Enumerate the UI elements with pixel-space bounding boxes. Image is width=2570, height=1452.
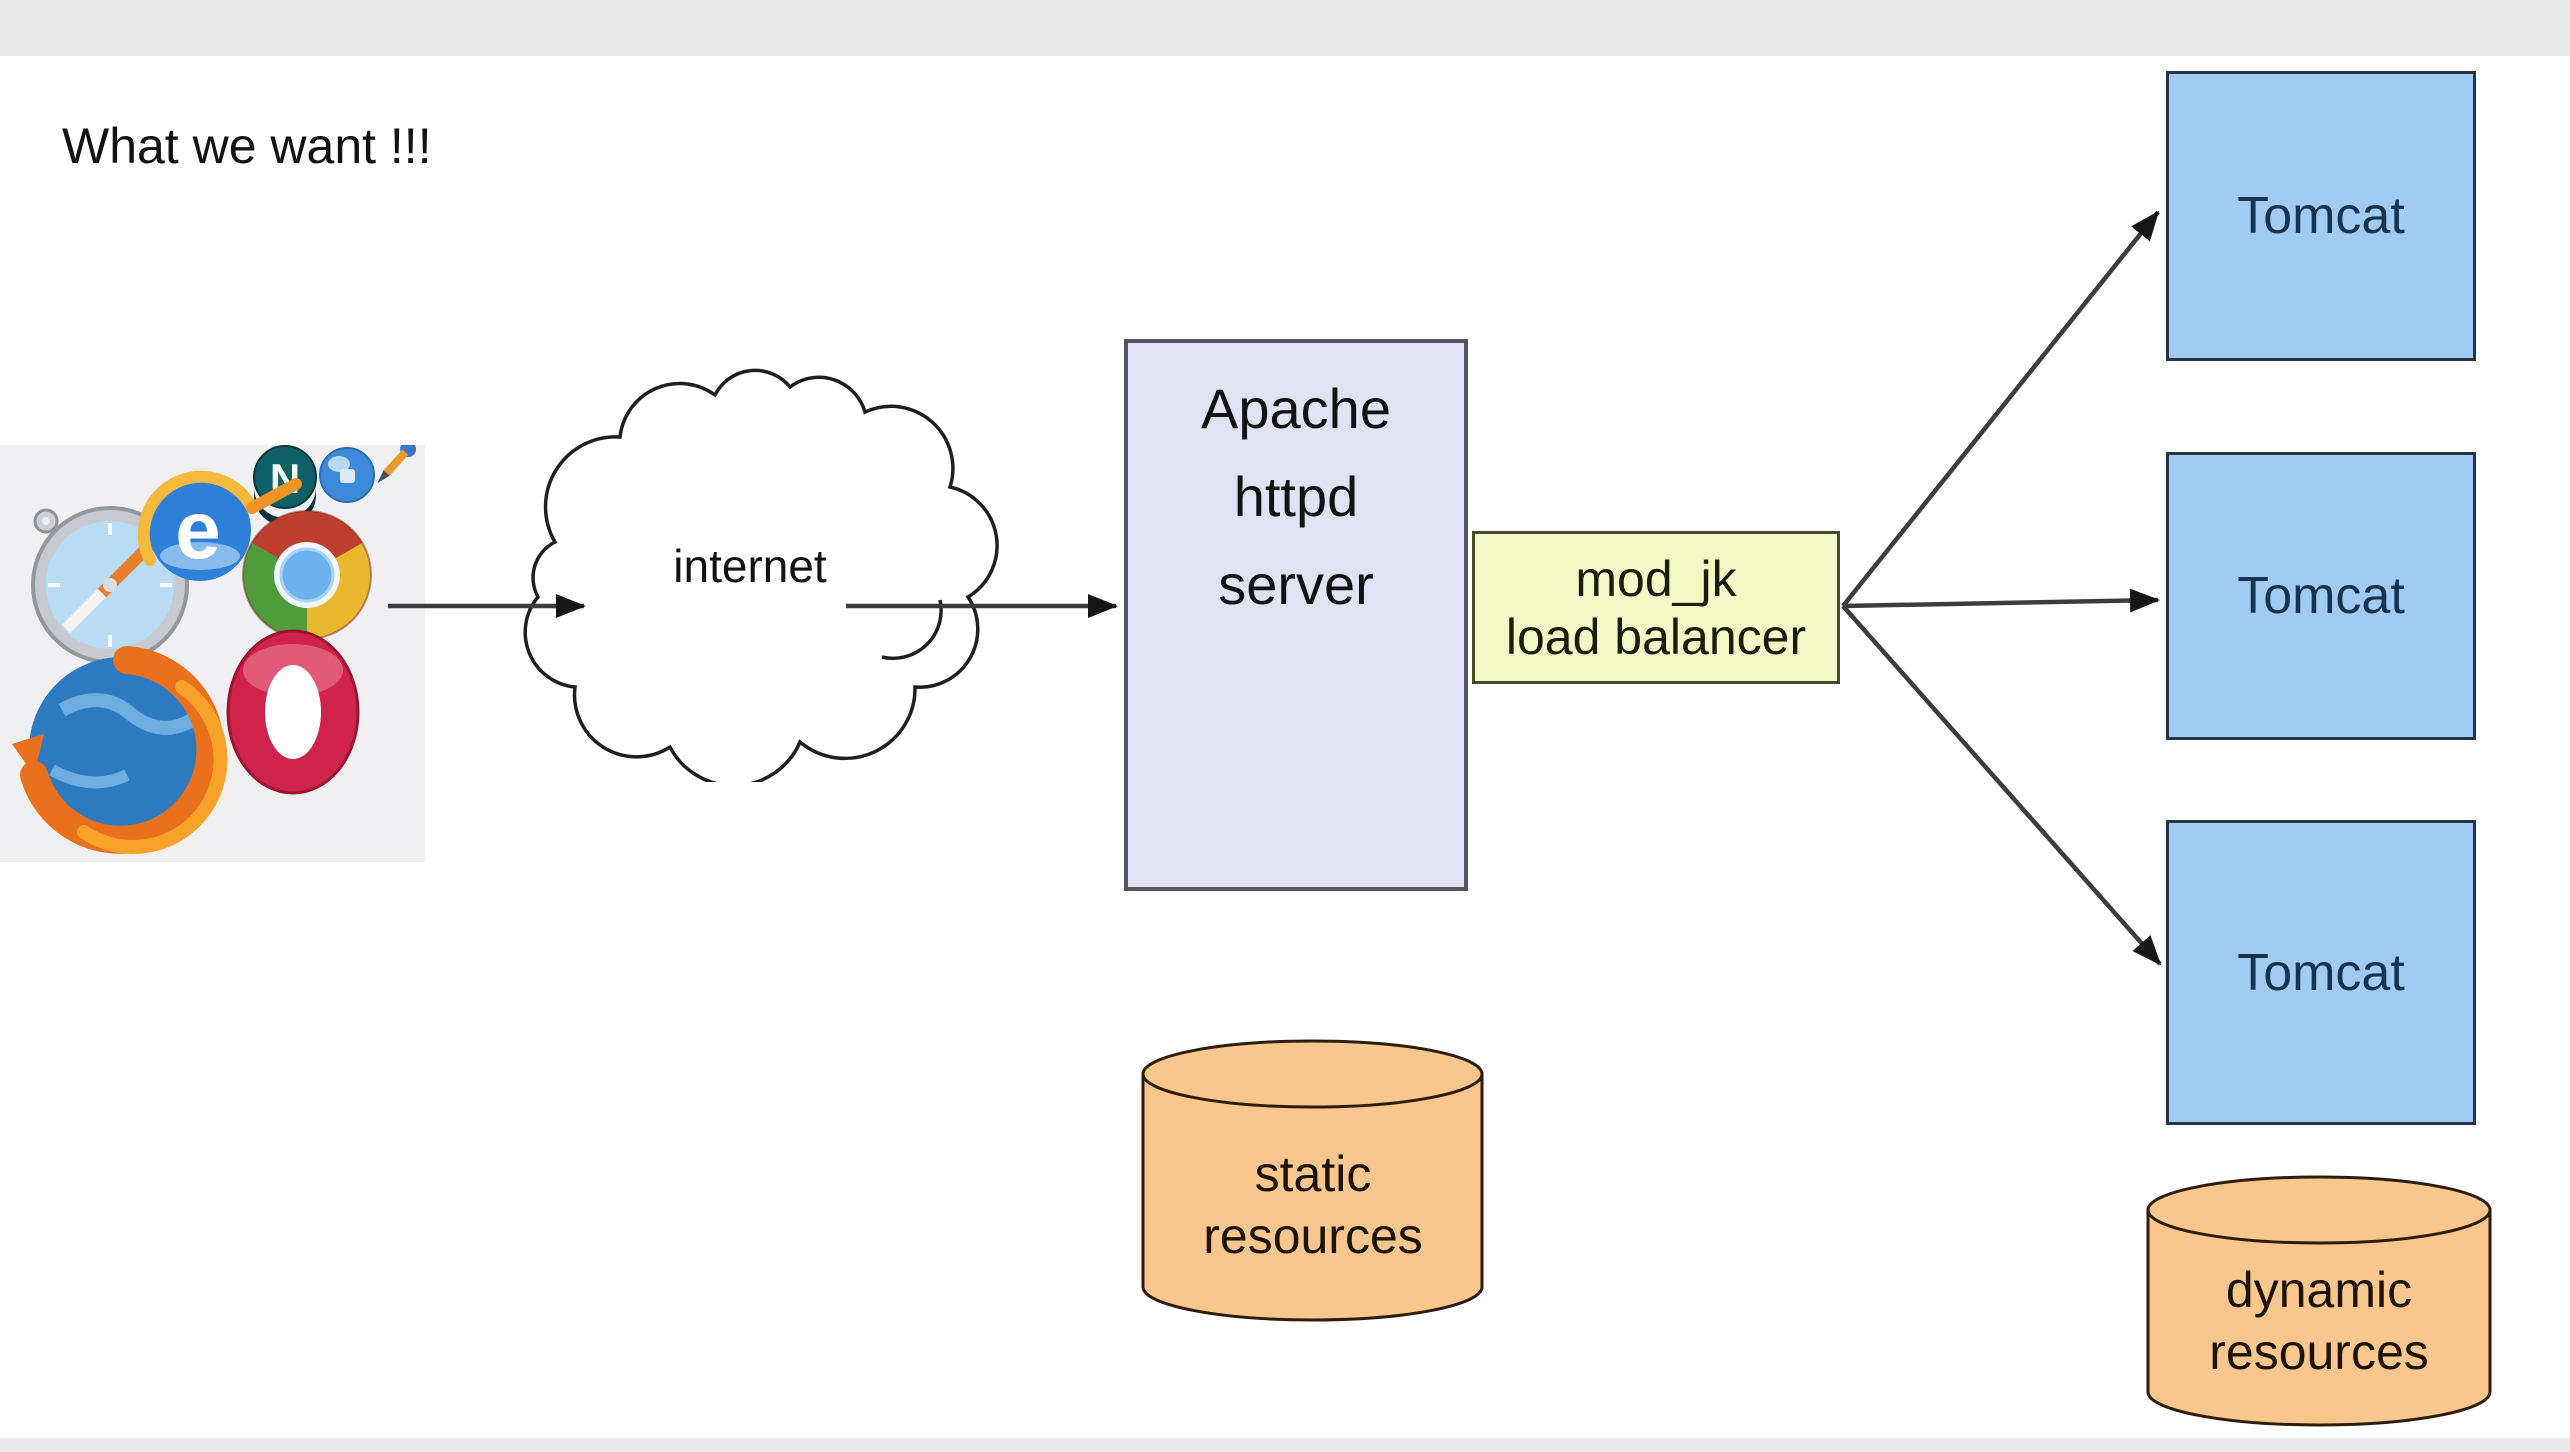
tomcat-label: Tomcat (2237, 567, 2405, 625)
tomcat-box-3: Tomcat (2166, 820, 2476, 1125)
arrow-modjk-to-tomcat-2 (1842, 588, 2160, 613)
globe-icon (319, 447, 375, 503)
dynamic-db-label: dynamic resources (2209, 1262, 2429, 1380)
modjk-load-balancer-box: mod_jk load balancer (1472, 531, 1840, 684)
tomcat-label: Tomcat (2237, 187, 2405, 245)
opera-icon (226, 629, 360, 795)
static-db-label: static resources (1203, 1146, 1423, 1264)
bottom-bar (0, 1438, 2570, 1452)
dynamic-db-cylinder (2146, 1175, 2492, 1427)
arrow-modjk-to-tomcat-1 (1841, 210, 2160, 608)
quill-icon (377, 445, 417, 484)
internet-explorer-icon: e (137, 470, 302, 581)
static-db-cylinder (1141, 1039, 1484, 1322)
internet-cloud (523, 368, 999, 782)
svg-text:e: e (175, 485, 221, 576)
tomcat-box-1: Tomcat (2166, 71, 2476, 361)
tomcat-box-2: Tomcat (2166, 452, 2476, 740)
arrow-modjk-to-tomcat-3 (1841, 604, 2162, 966)
modjk-label: mod_jk load balancer (1505, 550, 1807, 665)
cloud-curl (881, 599, 943, 661)
tomcat-label: Tomcat (2237, 943, 2405, 1002)
firefox-icon (12, 646, 228, 854)
apache-httpd-server-box: Apache httpd server (1124, 339, 1468, 891)
browsers-image: N e (0, 445, 425, 862)
apache-label: Apache httpd server (1201, 377, 1391, 616)
top-bar (0, 0, 2570, 56)
internet-label: internet (673, 540, 827, 592)
page-title: What we want !!! (62, 118, 432, 174)
chrome-icon (242, 510, 372, 640)
cloud-outline (523, 368, 999, 782)
